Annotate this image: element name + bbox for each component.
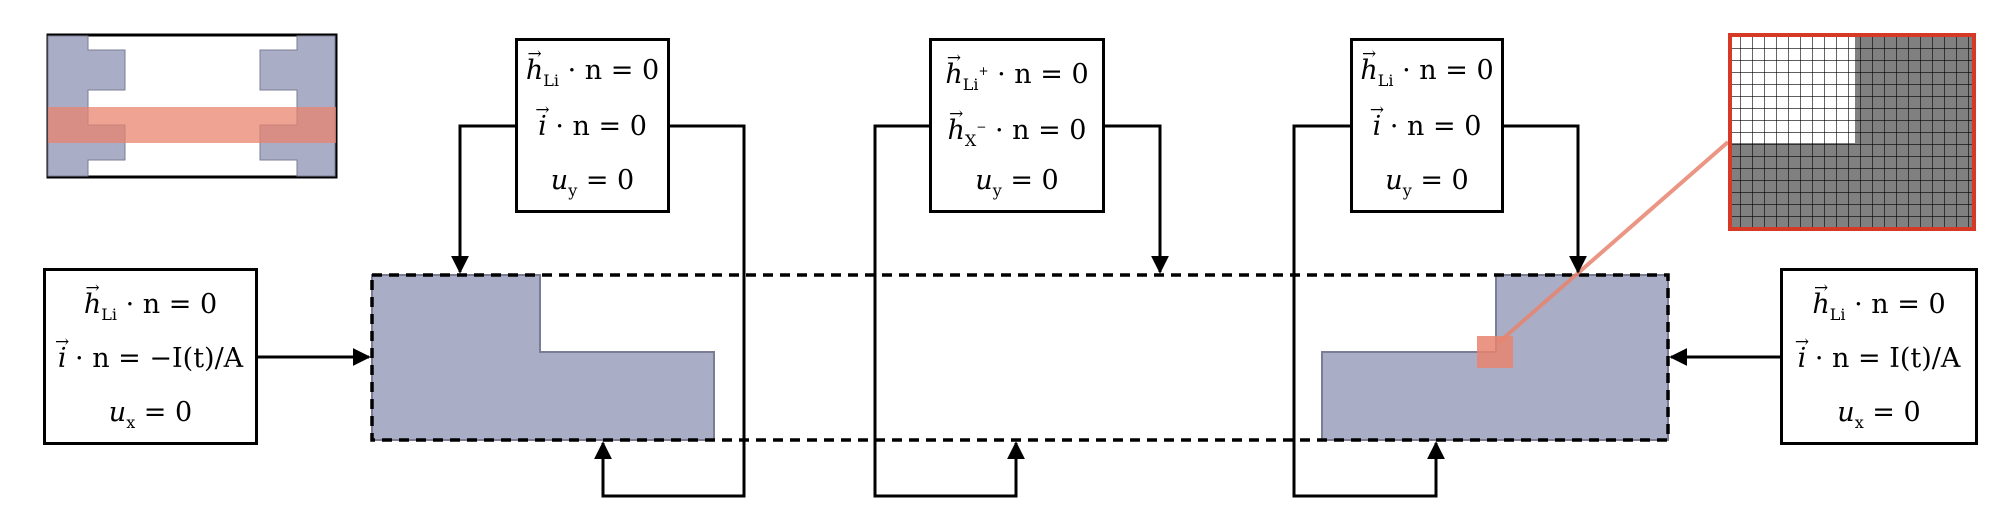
bc-box-left-end: hLi · n = 0 i · n = −I(t)/A ux = 0 [43,268,258,445]
mesh-inset-frame [1728,33,1976,231]
bc-box-right-top: hLi · n = 0 i · n = 0 uy = 0 [1350,38,1504,213]
left-electrode-region [371,274,715,441]
bc-box-middle-top: hLi+ · n = 0 hX− · n = 0 uy = 0 [929,38,1105,213]
bc-left-end-line-2: i · n = −I(t)/A [46,343,255,375]
bc-left-top-line-2: i · n = 0 [518,111,667,143]
overview-highlight-band [48,107,336,143]
bc-right-end-line-3: ux = 0 [1837,397,1921,432]
zoom-connector-line [1496,140,1730,345]
bc-middle-top-line-3: uy = 0 [975,165,1059,200]
zoom-source-square [1477,336,1513,368]
bc-middle-top-line-2: hX− · n = 0 [932,111,1102,157]
bc-right-top-line-2: i · n = 0 [1353,111,1501,143]
bc-box-right-end: hLi · n = 0 i · n = I(t)/A ux = 0 [1780,268,1978,445]
bc-right-top-line-3: uy = 0 [1385,165,1469,200]
bc-box-left-top: hLi · n = 0 i · n = 0 uy = 0 [515,38,670,213]
arrow-middle-bottom [873,124,1025,498]
bc-left-top-line-1: hLi · n = 0 [518,55,667,97]
arrow-right-top-bottom [1292,124,1445,498]
domain-dashed-outline [370,273,1670,442]
arrow-middle-top-down [1105,124,1169,274]
bc-left-end-line-1: hLi · n = 0 [46,289,255,331]
bc-middle-top-line-1: hLi+ · n = 0 [932,55,1102,101]
arrow-right-top-down [1504,124,1587,274]
bc-left-top-line-3: uy = 0 [550,165,635,200]
bc-right-end-line-2: i · n = I(t)/A [1783,343,1975,375]
arrow-left-top-down [451,124,515,274]
bc-right-top-line-1: hLi · n = 0 [1353,55,1501,97]
overview-inset [46,33,338,179]
mesh-zoom-inset [1728,33,1976,231]
arrow-left-top-bottom [594,124,746,498]
bc-right-end-line-1: hLi · n = 0 [1783,289,1975,331]
bc-left-end-line-3: ux = 0 [108,397,193,432]
